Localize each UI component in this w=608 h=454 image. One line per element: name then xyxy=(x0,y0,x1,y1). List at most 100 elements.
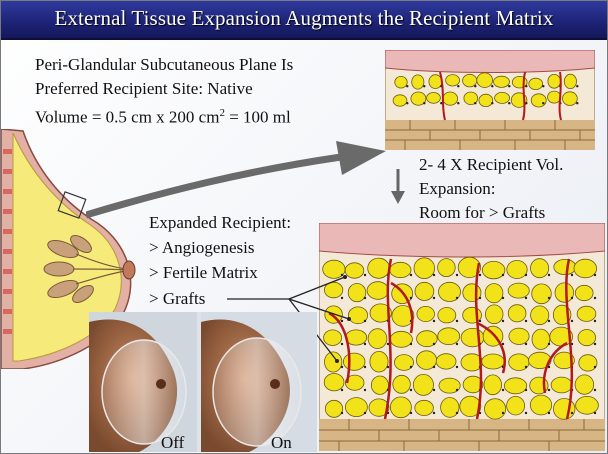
fat-lobule xyxy=(411,74,425,90)
cell-nucleus xyxy=(455,388,459,392)
expanded-recipient-item: > Angiogenesis xyxy=(149,238,255,257)
fat-lobule xyxy=(478,93,494,108)
cell-nucleus xyxy=(340,342,344,346)
cell-nucleus xyxy=(501,388,505,392)
fat-lobule xyxy=(476,72,493,88)
expansion-line-2: Expansion: xyxy=(419,179,496,198)
fat-lobule xyxy=(426,92,441,104)
fat-lobule xyxy=(578,354,598,372)
cell-nucleus xyxy=(593,273,597,277)
fat-lobule xyxy=(481,260,506,280)
fat-lobule xyxy=(323,329,343,346)
fat-lobule xyxy=(435,353,457,370)
fat-lobule xyxy=(554,282,575,303)
fat-lobule xyxy=(462,73,478,88)
fat-lobule xyxy=(442,91,458,106)
cell-nucleus xyxy=(542,102,545,105)
fat-lobule xyxy=(531,328,551,350)
cell-nucleus xyxy=(501,273,505,277)
cell-nucleus xyxy=(406,85,409,88)
fat-lobule xyxy=(394,76,408,89)
fat-lobule xyxy=(366,281,390,300)
fat-lobule xyxy=(367,257,390,279)
intro-line-3: Volume = 0.5 cm x 200 cm2 = 100 ml xyxy=(35,103,291,128)
intro-line-1: Peri-Glandular Subcutaneous Plane Is xyxy=(35,55,294,74)
fat-lobule xyxy=(416,330,438,348)
cell-nucleus xyxy=(409,411,413,415)
native-tissue-diagram xyxy=(385,50,595,150)
fat-lobule xyxy=(462,283,482,302)
expanded-recipient-item: > Fertile Matrix xyxy=(149,263,258,282)
expanded-recipient-item: > Grafts xyxy=(149,289,206,308)
expansion-photos xyxy=(89,312,317,452)
fat-lobule xyxy=(529,394,553,416)
cell-nucleus xyxy=(524,411,528,415)
cell-nucleus xyxy=(409,388,413,392)
fat-lobule xyxy=(367,328,388,349)
down-arrow xyxy=(388,169,408,205)
cell-nucleus xyxy=(432,296,436,300)
cell-nucleus xyxy=(409,273,413,277)
fat-lobule xyxy=(484,283,504,304)
fat-lobule xyxy=(324,281,344,299)
fat-lobule xyxy=(437,258,456,277)
fat-lobule xyxy=(528,351,552,369)
fat-lobule xyxy=(457,256,481,279)
fat-lobule xyxy=(562,91,578,106)
cell-nucleus xyxy=(423,85,426,88)
fat-lobule xyxy=(445,74,460,87)
fat-lobule xyxy=(550,376,573,394)
fat-lobule xyxy=(507,282,530,299)
fat-lobule xyxy=(389,330,413,348)
cell-nucleus xyxy=(432,273,436,277)
fat-lobule xyxy=(324,351,343,373)
fat-lobule xyxy=(483,374,503,396)
fat-lobule xyxy=(528,77,544,91)
fat-lobule xyxy=(389,261,412,279)
cell-nucleus xyxy=(455,296,459,300)
cell-nucleus xyxy=(491,102,494,105)
fat-lobule xyxy=(493,75,510,88)
fat-lobule xyxy=(414,281,435,301)
cell-nucleus xyxy=(432,319,436,323)
cell-nucleus xyxy=(524,388,528,392)
fat-lobule xyxy=(370,375,389,395)
cell-nucleus xyxy=(524,273,528,277)
fat-lobule xyxy=(506,395,526,416)
fat-lobule xyxy=(438,377,461,394)
fat-lobule xyxy=(347,306,369,325)
cell-nucleus xyxy=(363,319,367,323)
fat-lobule xyxy=(530,305,550,326)
cell-nucleus xyxy=(340,388,344,392)
fat-lobule xyxy=(530,93,547,108)
fat-lobule xyxy=(392,374,411,394)
cell-nucleus xyxy=(363,365,367,369)
expansion-line-1: 2- 4 X Recipient Vol. xyxy=(419,155,564,174)
intro-line-3-suffix: = 100 ml xyxy=(224,107,291,127)
cell-nucleus xyxy=(457,102,460,105)
fat-lobule xyxy=(481,353,505,370)
cell-nucleus xyxy=(386,342,390,346)
fat-lobule xyxy=(394,354,415,371)
fat-lobule xyxy=(553,259,577,276)
fat-lobule xyxy=(413,257,436,280)
fat-lobule xyxy=(369,350,389,373)
expansion-line-3: Room for > Grafts xyxy=(419,203,546,222)
cell-nucleus xyxy=(491,85,494,88)
cell-nucleus xyxy=(478,273,482,277)
fat-lobule xyxy=(506,260,528,279)
breast-cross-section-illustration xyxy=(1,129,151,369)
fat-lobule xyxy=(547,73,561,89)
cell-nucleus xyxy=(570,273,574,277)
cell-nucleus xyxy=(570,296,574,300)
fat-lobule xyxy=(347,283,367,303)
cell-nucleus xyxy=(547,319,551,323)
fat-lobule xyxy=(577,329,597,347)
cell-nucleus xyxy=(340,319,344,323)
fat-lobule xyxy=(531,283,552,305)
cell-nucleus xyxy=(455,273,459,277)
expanded-tissue-diagram xyxy=(319,223,605,451)
cell-nucleus xyxy=(570,319,574,323)
cell-nucleus xyxy=(576,85,579,88)
